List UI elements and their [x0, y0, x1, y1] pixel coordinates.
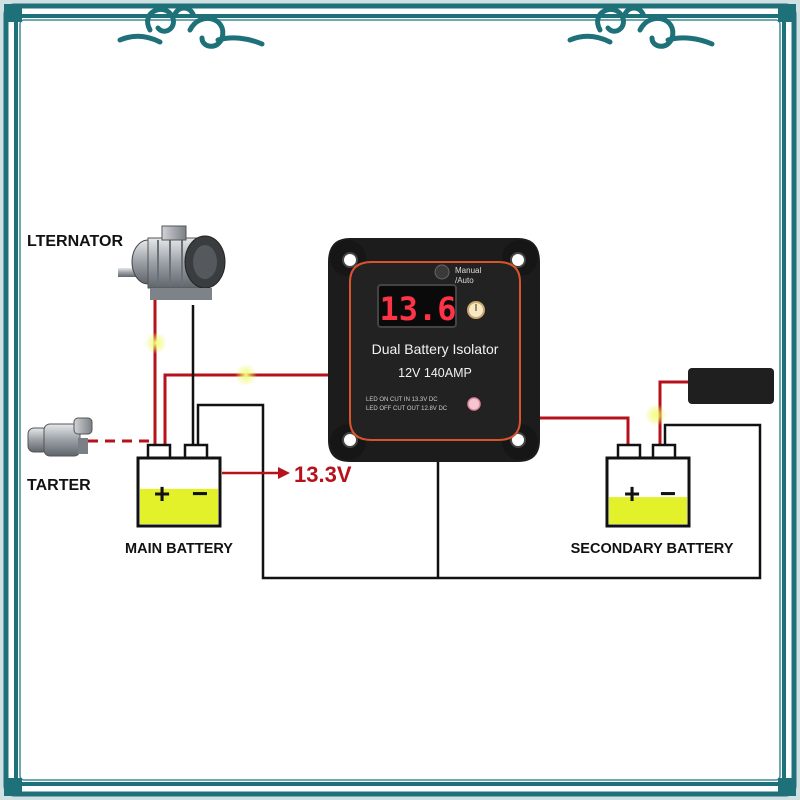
main-battery-voltage: 13.3V: [294, 462, 352, 487]
positive-wires: [153, 300, 690, 447]
main-battery-label: MAIN BATTERY: [125, 541, 233, 557]
alternator-motor-icon: [118, 225, 226, 300]
wire-isolator-to-secondary-positive: [535, 416, 630, 447]
main-battery-charge-level: [140, 488, 218, 524]
dual-battery-isolator: [328, 238, 540, 462]
status-led-icon: [467, 397, 481, 411]
negative-wires: [191, 305, 762, 580]
junction-glows: [145, 332, 667, 426]
starter-label: TARTER: [27, 477, 91, 494]
starter-motor-icon: [27, 417, 93, 457]
secondary-battery-charge-level: [609, 497, 687, 524]
wire-main-to-isolator-positive: [163, 373, 328, 447]
isolator-title: Dual Battery Isolator: [372, 341, 499, 357]
secondary-battery-label: SECONDARY BATTERY: [571, 541, 734, 557]
isolator-led-off-text: LED OFF CUT OUT 12.8V DC: [366, 406, 448, 412]
main-battery-minus-sign: −: [192, 478, 208, 509]
isolator-manual-label: Manual: [455, 266, 481, 275]
main-battery-plus-sign: +: [154, 478, 170, 509]
manual-auto-button: [434, 264, 450, 280]
wire-secondary-positive-up: [658, 380, 690, 447]
isolator-auto-label: /Auto: [455, 276, 474, 285]
secondary-cable: [688, 368, 774, 404]
isolator-led-on-text: LED ON CUT IN 13.3V DC: [366, 397, 438, 403]
secondary-battery: [605, 443, 691, 528]
digital-display: [377, 284, 457, 328]
isolator-display-value: 13.6: [379, 290, 456, 328]
cloud-ornament-left: [117, 5, 265, 49]
cloud-ornament-right: [567, 5, 715, 49]
wire-main-negative-ground: [196, 403, 762, 580]
isolator-rating: 12V 140AMP: [398, 366, 472, 380]
main-battery: [136, 443, 222, 528]
voltage-arrow: [222, 467, 290, 479]
secondary-battery-plus-sign: +: [624, 478, 640, 509]
alternator-label: LTERNATOR: [27, 233, 123, 250]
secondary-battery-minus-sign: −: [660, 478, 676, 509]
